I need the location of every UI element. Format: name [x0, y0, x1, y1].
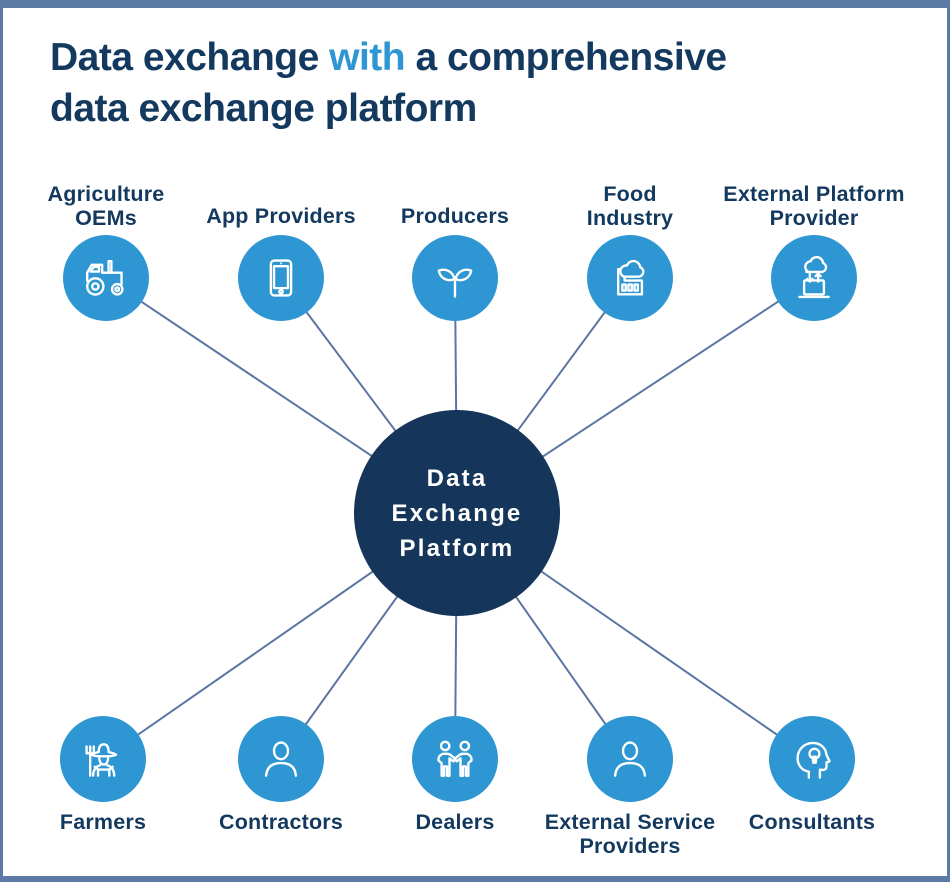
node-label-agriculture-oems: Agriculture OEMs	[47, 182, 165, 230]
node-contractors	[238, 716, 324, 802]
tablet-icon	[269, 259, 293, 297]
node-farmers	[60, 716, 146, 802]
node-label-producers: Producers	[400, 204, 510, 228]
node-food-industry	[587, 235, 673, 321]
node-dealers	[412, 716, 498, 802]
person-icon	[264, 741, 298, 777]
node-label-external-service-providers: External Service Providers	[544, 810, 716, 858]
node-label-contractors: Contractors	[218, 810, 344, 834]
factory-icon	[617, 259, 645, 296]
title-line-2: data exchange platform	[50, 87, 477, 130]
farmer-icon	[85, 743, 118, 777]
node-label-app-providers: App Providers	[206, 204, 356, 228]
node-app-providers	[238, 235, 324, 321]
node-consultants	[769, 716, 855, 802]
hub-label: Data Exchange Platform	[391, 464, 523, 562]
seedling-icon	[437, 268, 473, 298]
title-text-rest: a comprehensive	[415, 36, 727, 79]
tractor-icon	[86, 259, 124, 296]
page-title: Data exchange with a comprehensive data …	[50, 32, 727, 134]
node-label-dealers: Dealers	[415, 810, 495, 834]
node-label-farmers: Farmers	[59, 810, 147, 834]
cloud-laptop-icon	[798, 255, 830, 299]
title-highlight: with	[329, 36, 406, 79]
handshake-icon	[437, 740, 473, 777]
title-line-1: Data exchange with a comprehensive	[50, 32, 727, 83]
node-label-food-industry: Food Industry	[586, 182, 674, 230]
title-text-lead: Data exchange	[50, 36, 319, 79]
hub-circle: Data Exchange Platform	[354, 410, 560, 616]
node-label-external-platform-provider: External Platform Provider	[723, 182, 905, 230]
node-label-consultants: Consultants	[748, 810, 876, 834]
node-external-service-providers	[587, 716, 673, 802]
head-idea-icon	[796, 741, 831, 779]
node-agriculture-oems	[63, 235, 149, 321]
node-external-platform-provider	[771, 235, 857, 321]
person-icon	[613, 741, 647, 777]
node-producers	[412, 235, 498, 321]
